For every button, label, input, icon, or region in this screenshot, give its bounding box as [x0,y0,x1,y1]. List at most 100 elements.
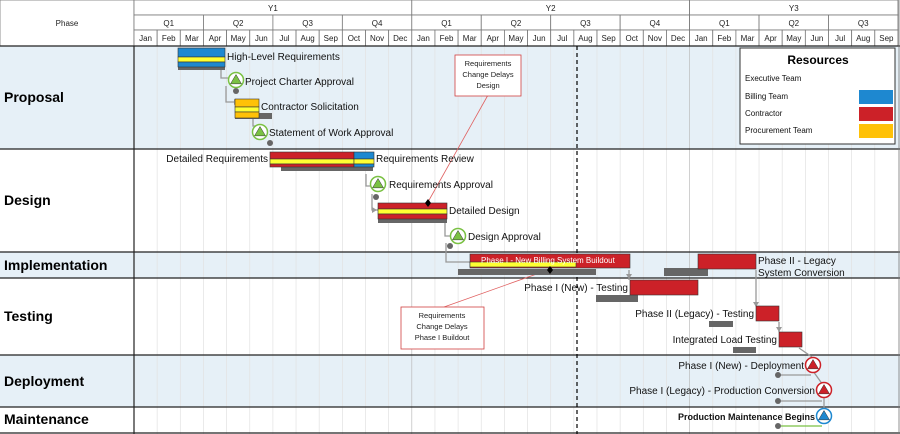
month-label: Jul [279,34,289,43]
label-phase2-legacy-testing: Phase II (Legacy) - Testing [635,309,754,320]
year-label: Y1 [268,4,278,13]
year-label: Y2 [546,4,556,13]
task-bar-detailed-design[interactable] [377,202,448,220]
label-requirements-review: Requirements Review [376,154,475,165]
month-label: Aug [301,34,315,43]
month-label: Dec [671,34,685,43]
milestone-production-maintenance[interactable] [815,407,833,425]
month-label: Oct [348,34,361,43]
legend-item-executive: Executive Team [745,74,802,83]
note2-line3: Phase I Buildout [415,333,471,342]
month-gridlines [156,46,876,434]
month-label: Jun [810,34,823,43]
quarter-label: Q4 [372,19,383,28]
legend-item-procurement: Procurement Team [745,126,813,135]
label-phase1-new-testing: Phase I (New) - Testing [524,283,628,294]
month-label: May [786,34,801,43]
note-anchor-diamond-buildout [547,266,553,274]
month-label: Mar [741,34,755,43]
phase-label-testing: Testing [4,308,53,324]
note2-line2: Change Delays [416,322,468,331]
note2-line1: Requirements [419,311,466,320]
month-label: Jan [695,34,708,43]
label-requirements-approval: Requirements Approval [389,180,493,191]
legend-swatch-billing [859,90,893,104]
label-high-level-requirements: High-Level Requirements [227,52,340,63]
note-anchor-diamond-design [425,199,431,207]
quarter-label: Q3 [858,19,869,28]
month-label: Aug [856,34,870,43]
row-band-deployment [0,355,900,407]
task-bar-high-level-requirements[interactable] [177,47,226,68]
task-bar-detailed-requirements[interactable] [269,151,375,168]
row-band-maintenance [0,407,900,434]
month-label: Nov [648,34,662,43]
label-detailed-design: Detailed Design [449,206,520,217]
label-phase2-legacy-line2: System Conversion [758,268,845,279]
baseline-milestone-dots [233,88,781,429]
phase-label-proposal: Proposal [4,89,64,105]
legend: Resources Executive Team Billing Team Co… [739,47,896,145]
label-phase1-billing-buildout: Phase I - New Billing System Buildout [481,256,616,265]
phase-label-implementation: Implementation [4,257,107,273]
label-phase1-new-deployment: Phase I (New) - Deployment [678,361,804,372]
phase-label-design: Design [4,192,51,208]
task-bar-phase2-legacy-testing[interactable] [755,305,780,322]
note1-line2: Change Delays [462,70,514,79]
month-label: Sep [324,34,339,43]
task-bar-contractor-solicitation[interactable] [234,98,260,119]
milestone-requirements-approval[interactable] [369,175,387,193]
legend-swatch-contractor [859,107,893,121]
phase-header-label: Phase [56,19,79,28]
phase-label-maintenance: Maintenance [4,411,89,427]
milestone-design-approval[interactable] [449,227,467,245]
month-label: Jul [557,34,567,43]
month-label: Jun [533,34,546,43]
month-label: Apr [487,34,500,43]
legend-item-billing: Billing Team [745,92,788,101]
month-label: Jul [835,34,845,43]
milestone-phase1-new-deployment[interactable] [804,356,822,374]
quarter-label: Q4 [650,19,661,28]
month-label: May [231,34,246,43]
quarter-label: Q2 [511,19,522,28]
note1-line1: Requirements [465,59,512,68]
month-label: Sep [879,34,894,43]
month-label: Jan [139,34,152,43]
month-label: Oct [625,34,638,43]
month-label: Feb [440,34,454,43]
month-label: Mar [463,34,477,43]
label-detailed-requirements: Detailed Requirements [166,154,268,165]
note-requirements-buildout: Requirements Change Delays Phase I Build… [400,269,549,350]
legend-title: Resources [787,53,849,67]
month-label: Sep [601,34,616,43]
label-phase2-legacy-line1: Phase II - Legacy [758,256,836,267]
month-label: Aug [578,34,592,43]
quarter-label: Q2 [788,19,799,28]
label-integrated-load-testing: Integrated Load Testing [673,335,777,346]
milestone-project-charter-approval[interactable] [227,71,245,89]
task-bar-integrated-load-testing[interactable] [778,331,803,348]
quarter-label: Q1 [719,19,730,28]
month-label: Jan [417,34,430,43]
month-label: Nov [370,34,384,43]
label-contractor-solicitation: Contractor Solicitation [261,102,359,113]
month-label: Dec [393,34,407,43]
label-statement-of-work-approval: Statement of Work Approval [269,128,393,139]
milestone-statement-of-work-approval[interactable] [251,123,269,141]
label-production-maintenance: Production Maintenance Begins [678,412,815,422]
label-design-approval: Design Approval [468,232,541,243]
month-label: Feb [717,34,731,43]
task-bar-phase1-new-testing[interactable] [629,279,699,296]
quarter-label: Q1 [163,19,174,28]
quarter-label: Q2 [233,19,244,28]
milestone-phase1-legacy-production[interactable] [815,381,833,399]
year-label: Y3 [789,4,799,13]
label-phase1-legacy-production: Phase I (Legacy) - Production Conversion [629,386,815,397]
legend-swatch-procurement [859,124,893,138]
task-bar-phase2-legacy-conversion[interactable] [697,253,757,270]
month-label: May [508,34,523,43]
